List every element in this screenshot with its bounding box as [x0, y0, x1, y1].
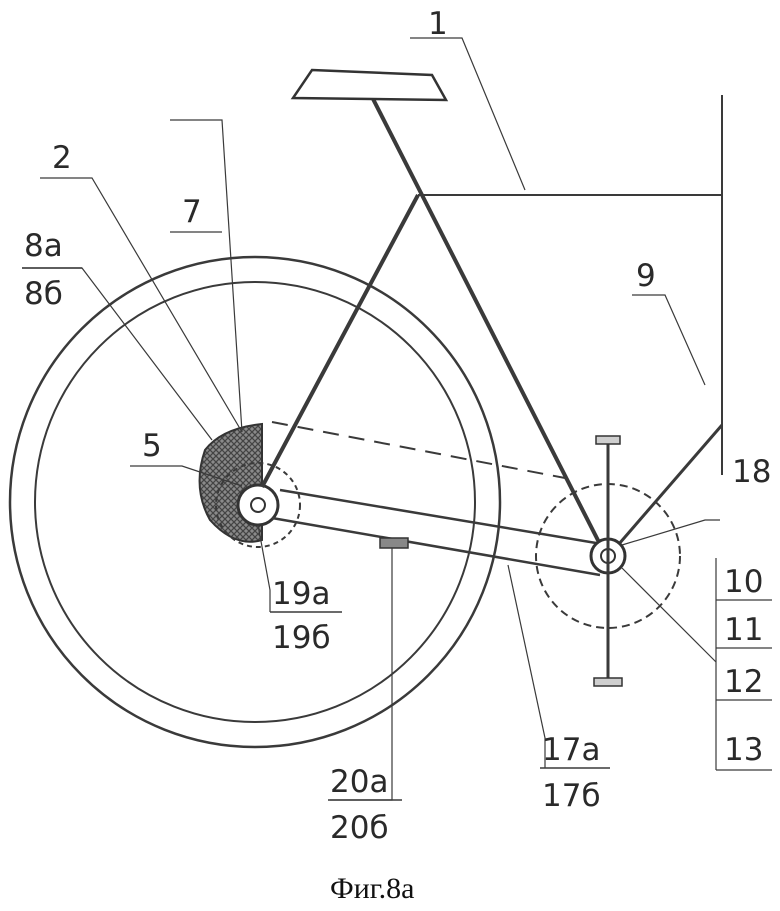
leader-19	[257, 524, 271, 612]
pedal-bottom	[593, 677, 623, 687]
label-13: 13	[724, 732, 763, 768]
label-19b: 19б	[272, 620, 331, 656]
leader-12	[621, 567, 717, 663]
rear-wheel-tyre	[8, 255, 502, 749]
label-8a: 8а	[24, 228, 63, 264]
seat-stay	[260, 194, 420, 488]
label-1: 1	[428, 6, 448, 42]
rear-axle	[250, 497, 266, 513]
chain-stay-component	[379, 537, 409, 549]
label-17a: 17а	[542, 732, 600, 768]
chain-stay-lower	[271, 516, 601, 577]
label-18: 18	[732, 454, 771, 490]
label-19a: 19а	[272, 576, 330, 612]
label-2: 2	[52, 140, 72, 176]
rear-wheel-rim	[34, 281, 476, 723]
leader-5	[130, 465, 243, 487]
label-20b: 20б	[330, 810, 389, 846]
down-tube	[610, 424, 724, 553]
leader-1	[410, 37, 526, 191]
figure-caption: Фиг.8а	[330, 872, 415, 905]
saddle	[290, 68, 449, 102]
leader-17	[507, 564, 546, 768]
label-5: 5	[142, 428, 162, 464]
label-7: 7	[182, 194, 202, 230]
pedal-top	[595, 435, 621, 445]
label-10: 10	[724, 564, 763, 600]
label-8b: 8б	[24, 276, 63, 312]
label-9: 9	[636, 258, 656, 294]
label-12: 12	[724, 664, 763, 700]
leader-18	[621, 519, 720, 546]
chain-dashed	[271, 421, 566, 479]
label-17b: 17б	[542, 778, 601, 814]
chain-stay-upper	[279, 488, 609, 547]
label-11: 11	[724, 612, 763, 648]
seat-tube	[368, 92, 608, 557]
leader-2	[40, 177, 243, 433]
rear-sprocket	[215, 462, 301, 548]
leader-9	[632, 294, 706, 386]
leader-7	[170, 119, 243, 433]
leader-20	[330, 548, 393, 801]
label-20a: 20а	[330, 764, 388, 800]
